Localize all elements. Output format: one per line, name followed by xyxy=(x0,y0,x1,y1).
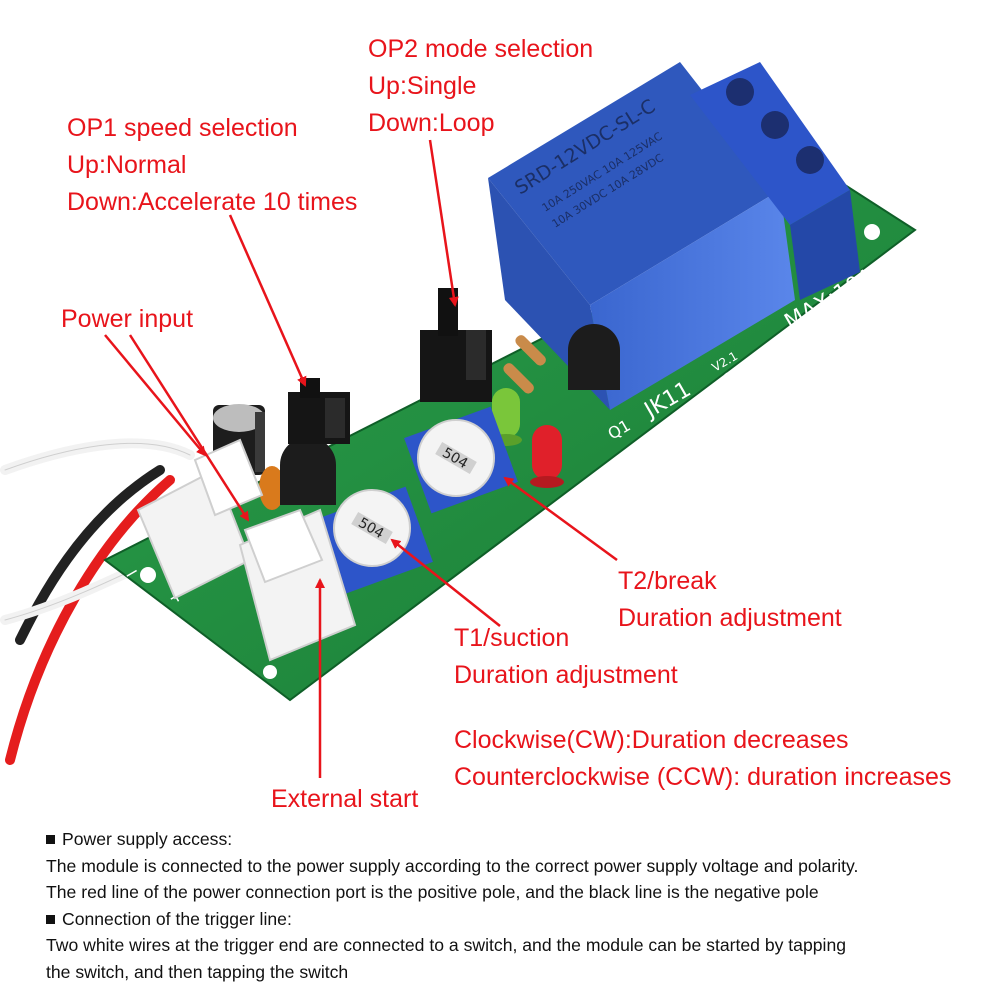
power-arrow-2 xyxy=(128,334,250,522)
rotation-callout: Clockwise(CW):Duration decreases Counter… xyxy=(454,722,951,796)
red-led xyxy=(530,425,564,488)
transistor-right xyxy=(568,324,620,390)
callout-arrows xyxy=(104,139,618,778)
t1-title: T1/suction xyxy=(454,624,570,652)
t2-description: Duration adjustment xyxy=(618,604,842,632)
bullet-icon xyxy=(46,835,55,844)
t2-arrow xyxy=(503,476,618,562)
output-terminal xyxy=(690,62,860,300)
op2-arrow xyxy=(428,139,459,307)
transistor-left xyxy=(280,437,336,505)
op2-down-text: Down:Loop xyxy=(368,109,495,137)
notes-trigger-line-2: the switch, and then tapping the switch xyxy=(46,961,349,982)
t1-callout: T1/suction Duration adjustment xyxy=(454,620,678,694)
power-input-callout: Power input xyxy=(61,305,194,333)
notes-power-line-1: The module is connected to the power sup… xyxy=(46,855,859,876)
op1-callout: OP1 speed selection Up:Normal Down:Accel… xyxy=(67,110,357,221)
ceramic-capacitor xyxy=(259,466,285,510)
op2-jumper xyxy=(420,288,492,402)
notes-section: Power supply access: The module is conne… xyxy=(46,826,986,985)
op1-jumper xyxy=(288,378,350,444)
op1-down-text: Down:Accelerate 10 times xyxy=(67,188,358,216)
op1-title: OP1 speed selection xyxy=(67,114,298,142)
notes-heading-trigger: Connection of the trigger line: xyxy=(46,906,986,933)
notes-power-line-2: The red line of the power connection por… xyxy=(46,882,819,902)
op1-up-text: Up:Normal xyxy=(67,151,187,179)
power-arrow-1 xyxy=(104,334,207,457)
notes-heading-power: Power supply access: xyxy=(46,826,986,853)
bullet-icon xyxy=(46,914,55,924)
t1-description: Duration adjustment xyxy=(454,661,678,689)
resistors xyxy=(503,335,546,394)
t2-callout: T2/break Duration adjustment xyxy=(618,563,842,637)
notes-trigger-line-1: Two white wires at the trigger end are c… xyxy=(46,935,847,955)
cw-text: Clockwise(CW):Duration decreases xyxy=(454,726,849,754)
t1-arrow xyxy=(390,538,501,627)
op2-up-text: Up:Single xyxy=(368,72,477,100)
op2-title: OP2 mode selection xyxy=(368,35,594,63)
external-start-callout: External start xyxy=(271,785,419,813)
ccw-text: Counterclockwise (CCW): duration increas… xyxy=(454,763,952,791)
t2-potentiometer: 504 xyxy=(404,406,518,514)
trigger-connector xyxy=(238,508,357,662)
op1-arrow xyxy=(228,214,307,387)
t2-title: T2/break xyxy=(618,567,717,595)
op2-callout: OP2 mode selection Up:Single Down:Loop xyxy=(368,31,593,142)
